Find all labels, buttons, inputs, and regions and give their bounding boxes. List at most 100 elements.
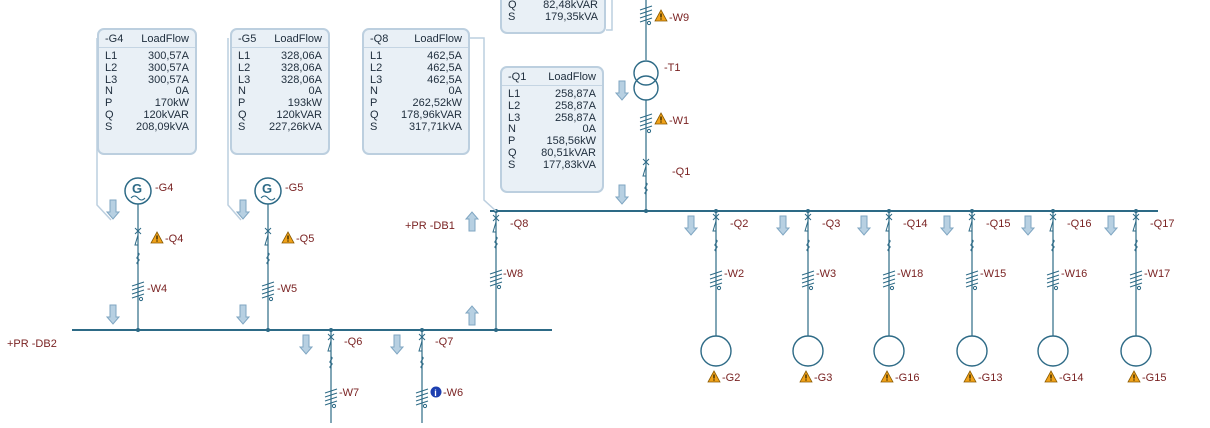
- label-g14: -G14: [1059, 372, 1083, 384]
- flow-arrow-icon: [857, 215, 871, 236]
- loadflow-key: S: [238, 120, 246, 133]
- info-icon[interactable]: i: [430, 386, 442, 399]
- warning-icon: [963, 370, 977, 383]
- label-w1: -W1: [669, 115, 689, 127]
- feeder-g5[interactable]: G: [254, 177, 282, 332]
- label-w17: -W17: [1144, 268, 1170, 280]
- box-connector-q8: [470, 37, 497, 212]
- loadflow-row: Q 178,96kVAR: [370, 108, 462, 122]
- label-q1: -Q1: [672, 166, 690, 178]
- label-w6: -W6: [443, 387, 463, 399]
- loadflow-key: L3: [238, 73, 251, 86]
- feeder-q2[interactable]: [700, 209, 732, 367]
- label-q15: -Q15: [986, 218, 1010, 230]
- label-g4: -G4: [155, 182, 173, 194]
- label-q5: -Q5: [296, 233, 314, 245]
- load-icon[interactable]: [873, 335, 905, 367]
- label-q4: -Q4: [165, 233, 183, 245]
- flow-arrow-icon: [106, 199, 120, 220]
- loadflow-value: 178,96kVAR: [401, 108, 462, 121]
- loadflow-value: 258,87A: [555, 88, 596, 100]
- label-g16: -G16: [895, 372, 919, 384]
- feeder-q3[interactable]: [792, 209, 824, 367]
- loadflow-key: L2: [370, 61, 383, 74]
- flow-arrow-icon: [236, 199, 250, 220]
- transformer-icon[interactable]: [633, 60, 659, 86]
- feeder-q6[interactable]: [324, 328, 338, 423]
- loadflow-value: 193kW: [287, 97, 322, 110]
- loadflow-row: S 177,83kVA: [508, 158, 596, 172]
- loadflow-value: 0A: [448, 85, 462, 98]
- loadflow-value: 328,06A: [281, 73, 322, 86]
- loadflow-key: L1: [370, 50, 383, 62]
- label-w2: -W2: [724, 268, 744, 280]
- svg-text:G: G: [132, 181, 142, 196]
- loadflow-key: Q: [370, 108, 379, 121]
- feeder-q14[interactable]: [873, 209, 905, 367]
- svg-text:i: i: [434, 388, 437, 398]
- feeder-q8[interactable]: [489, 209, 503, 332]
- bus-label-db2: +PR -DB2: [7, 338, 57, 350]
- loadflow-key: P: [105, 97, 113, 110]
- svg-text:G: G: [262, 181, 272, 196]
- loadflow-key: Q: [508, 0, 517, 11]
- label-w3: -W3: [816, 268, 836, 280]
- feeder-q16[interactable]: [1037, 209, 1069, 367]
- loadflow-row: S 179,35kVA: [508, 10, 598, 24]
- load-icon[interactable]: [956, 335, 988, 367]
- loadflow-key: S: [508, 10, 516, 23]
- box-title: LoadFlow: [548, 71, 596, 83]
- loadflow-row: L2 328,06A: [238, 61, 322, 75]
- loadflow-value: 179,35kVA: [544, 10, 598, 23]
- label-q14: -Q14: [903, 218, 927, 230]
- feeder-g4[interactable]: G: [124, 177, 152, 332]
- loadflow-key: L2: [238, 61, 251, 74]
- load-icon[interactable]: [700, 335, 732, 367]
- flow-arrow-icon: [615, 80, 629, 101]
- feeder-t1[interactable]: [633, 0, 668, 213]
- warning-icon: [654, 112, 668, 125]
- loadflow-key: L2: [508, 99, 521, 112]
- warning-icon: [799, 370, 813, 383]
- loadflow-box-top[interactable]: Q 82,48kVAR S 179,35kVA: [500, 0, 606, 34]
- feeder-q7[interactable]: [415, 328, 429, 423]
- load-icon[interactable]: [1037, 335, 1069, 367]
- box-title: LoadFlow: [141, 33, 189, 45]
- loadflow-key: S: [508, 158, 516, 171]
- label-g3: -G3: [814, 372, 832, 384]
- flow-arrow-icon: [299, 334, 313, 355]
- feeder-q15[interactable]: [956, 209, 988, 367]
- label-w4: -W4: [147, 283, 167, 295]
- loadflow-key: N: [105, 85, 113, 98]
- load-icon[interactable]: [792, 335, 824, 367]
- label-q2: -Q2: [730, 218, 748, 230]
- loadflow-key: P: [370, 97, 378, 110]
- box-header: -Q8: [370, 33, 389, 45]
- flow-arrow-icon: [1021, 215, 1035, 236]
- loadflow-value: 82,48kVAR: [543, 0, 598, 11]
- label-w8: -W8: [503, 268, 523, 280]
- feeder-q17[interactable]: [1120, 209, 1152, 367]
- loadflow-key: L1: [238, 50, 251, 62]
- loadflow-key: L1: [105, 50, 118, 62]
- load-icon[interactable]: [1120, 335, 1152, 367]
- loadflow-value: 328,06A: [281, 61, 322, 74]
- loadflow-value: 177,83kVA: [542, 158, 596, 171]
- label-q16: -Q16: [1067, 218, 1091, 230]
